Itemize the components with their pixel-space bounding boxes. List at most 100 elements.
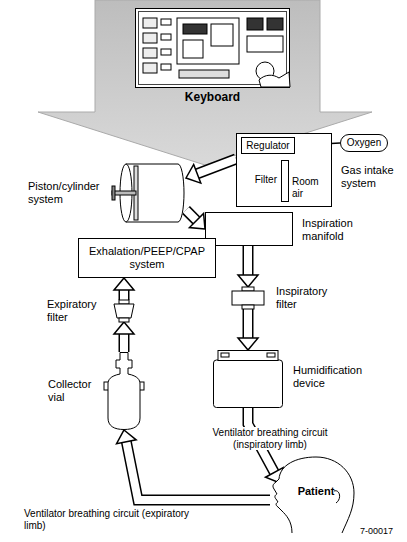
keyboard-drawing <box>135 8 290 88</box>
filter-port <box>119 300 129 304</box>
head-outline <box>273 457 354 533</box>
component-label: Filter <box>244 174 277 186</box>
text-holder: Regulator <box>242 138 294 153</box>
arrow-head <box>186 164 201 183</box>
component-label: Piston/cylinder system <box>28 180 108 205</box>
efilter-drawing <box>111 300 137 322</box>
oxygen-cylinder: Oxygen <box>340 134 388 152</box>
panel-inner <box>139 12 287 85</box>
text-holder: Inspiration manifold <box>302 217 364 242</box>
text-holder: Humidification device <box>293 364 385 389</box>
arrow-head <box>238 275 258 287</box>
ifilter-drawing <box>228 287 268 309</box>
panel-key <box>143 48 157 58</box>
text-holder: Gas intake system <box>341 164 405 189</box>
inspiratory-filter: Inspiratory filter <box>228 287 268 309</box>
panel-key <box>247 36 283 52</box>
arrow-shaft-fill <box>244 309 252 338</box>
flow-arrow <box>186 210 205 229</box>
text-holder: Expiratory filter <box>47 298 107 323</box>
component-label: Keyboard <box>135 91 290 105</box>
panel-key <box>267 18 283 30</box>
arrow-shaft-fill <box>186 210 197 221</box>
panel-display <box>177 18 239 64</box>
filter-body <box>232 291 264 305</box>
flow-arrow <box>238 309 258 350</box>
arrow-shaft-fill <box>244 246 252 275</box>
arrow-head <box>117 430 137 444</box>
text-holder: Piston/cylinder system <box>28 180 108 205</box>
arrow-shaft-fill <box>197 159 236 174</box>
filter-port <box>119 318 129 322</box>
filter-port <box>242 305 254 309</box>
component-label: Inspiratory filter <box>276 285 338 310</box>
component-label: Gas intake system <box>341 164 405 189</box>
arrow-shaft-outline <box>186 210 197 221</box>
text-holder: Exhalation/PEEP/CPAP system <box>79 239 215 277</box>
panel-bar <box>179 70 229 78</box>
humidifier: Humidification device <box>213 350 283 408</box>
panel-key <box>143 33 157 43</box>
humidifier-port <box>221 353 229 357</box>
flow-arrow <box>186 159 236 183</box>
text-holder: Oxygen <box>341 135 387 151</box>
piston-cylinder: Piston/cylinder system <box>112 160 186 226</box>
gas-intake-box: Gas intake systemRegulatorFilter <box>236 133 332 207</box>
panel-key <box>143 63 157 73</box>
rod-end <box>112 186 115 200</box>
component-label: Regulator <box>246 140 289 152</box>
filter-element: Filter <box>281 160 289 202</box>
flow-arrow <box>114 278 134 300</box>
circuit-label: Ventilator breathing circuit (inspirator… <box>190 427 350 450</box>
panel-key <box>247 18 263 30</box>
manifold-box: Inspiration manifold <box>205 212 293 246</box>
panel-key <box>143 18 157 28</box>
arrow-shaft-outline <box>119 290 130 300</box>
keyboard-panel: Keyboard <box>135 8 290 88</box>
arrow-shaft-fill <box>120 334 128 352</box>
component-label: Expiratory filter <box>47 298 107 323</box>
edge-label-holder: Ventilator breathing circuit (expiratory… <box>22 508 202 531</box>
panel-field <box>183 24 207 34</box>
panel-field <box>211 24 233 46</box>
panel-key <box>161 64 171 70</box>
arrow-head <box>238 338 258 350</box>
component-label: Collector vial <box>48 378 100 403</box>
component-label: Oxygen <box>347 137 381 149</box>
flow-arrow <box>114 322 134 352</box>
label-holder: Room air <box>292 176 328 199</box>
arrow-shaft-outline <box>126 442 270 500</box>
edge-label-holder: Ventilator breathing circuit (inspirator… <box>190 427 350 450</box>
arrow-shaft-outline <box>119 334 130 352</box>
text-holder: Collector vial <box>48 378 100 403</box>
arrow-shaft-outline <box>243 246 254 275</box>
text-holder: Patient <box>288 485 344 498</box>
component-label: Humidification device <box>293 364 385 389</box>
collector-vial: Collector vial <box>104 352 144 430</box>
component-label: Patient <box>288 485 344 498</box>
arrow-head <box>114 322 134 334</box>
humidifier-port <box>267 353 275 357</box>
panel-outline <box>136 9 290 88</box>
arrow-shaft-outline <box>243 309 254 338</box>
exhalation-box: Exhalation/PEEP/CPAP system <box>78 238 216 278</box>
humidifier-chamber <box>214 360 283 408</box>
arrow-head <box>189 213 205 229</box>
panel-key <box>161 19 171 25</box>
label-holder: 7-00017 <box>360 526 404 536</box>
humid-drawing <box>213 350 283 408</box>
text-holder: Keyboard <box>135 91 290 105</box>
panel-key <box>161 49 171 55</box>
arrow-shaft-fill <box>126 442 270 500</box>
vial-drawing <box>104 352 144 430</box>
patient-head: Patient <box>270 455 354 533</box>
figure-number: 7-00017 <box>360 526 404 536</box>
humidifier-lid <box>218 351 278 361</box>
filter-body <box>114 304 134 318</box>
component-label: Exhalation/PEEP/CPAP system <box>79 245 215 270</box>
ear <box>334 491 340 503</box>
arrow-shaft-fill <box>120 290 128 300</box>
arrow-shaft-outline <box>197 159 236 174</box>
panel-field <box>183 40 203 58</box>
